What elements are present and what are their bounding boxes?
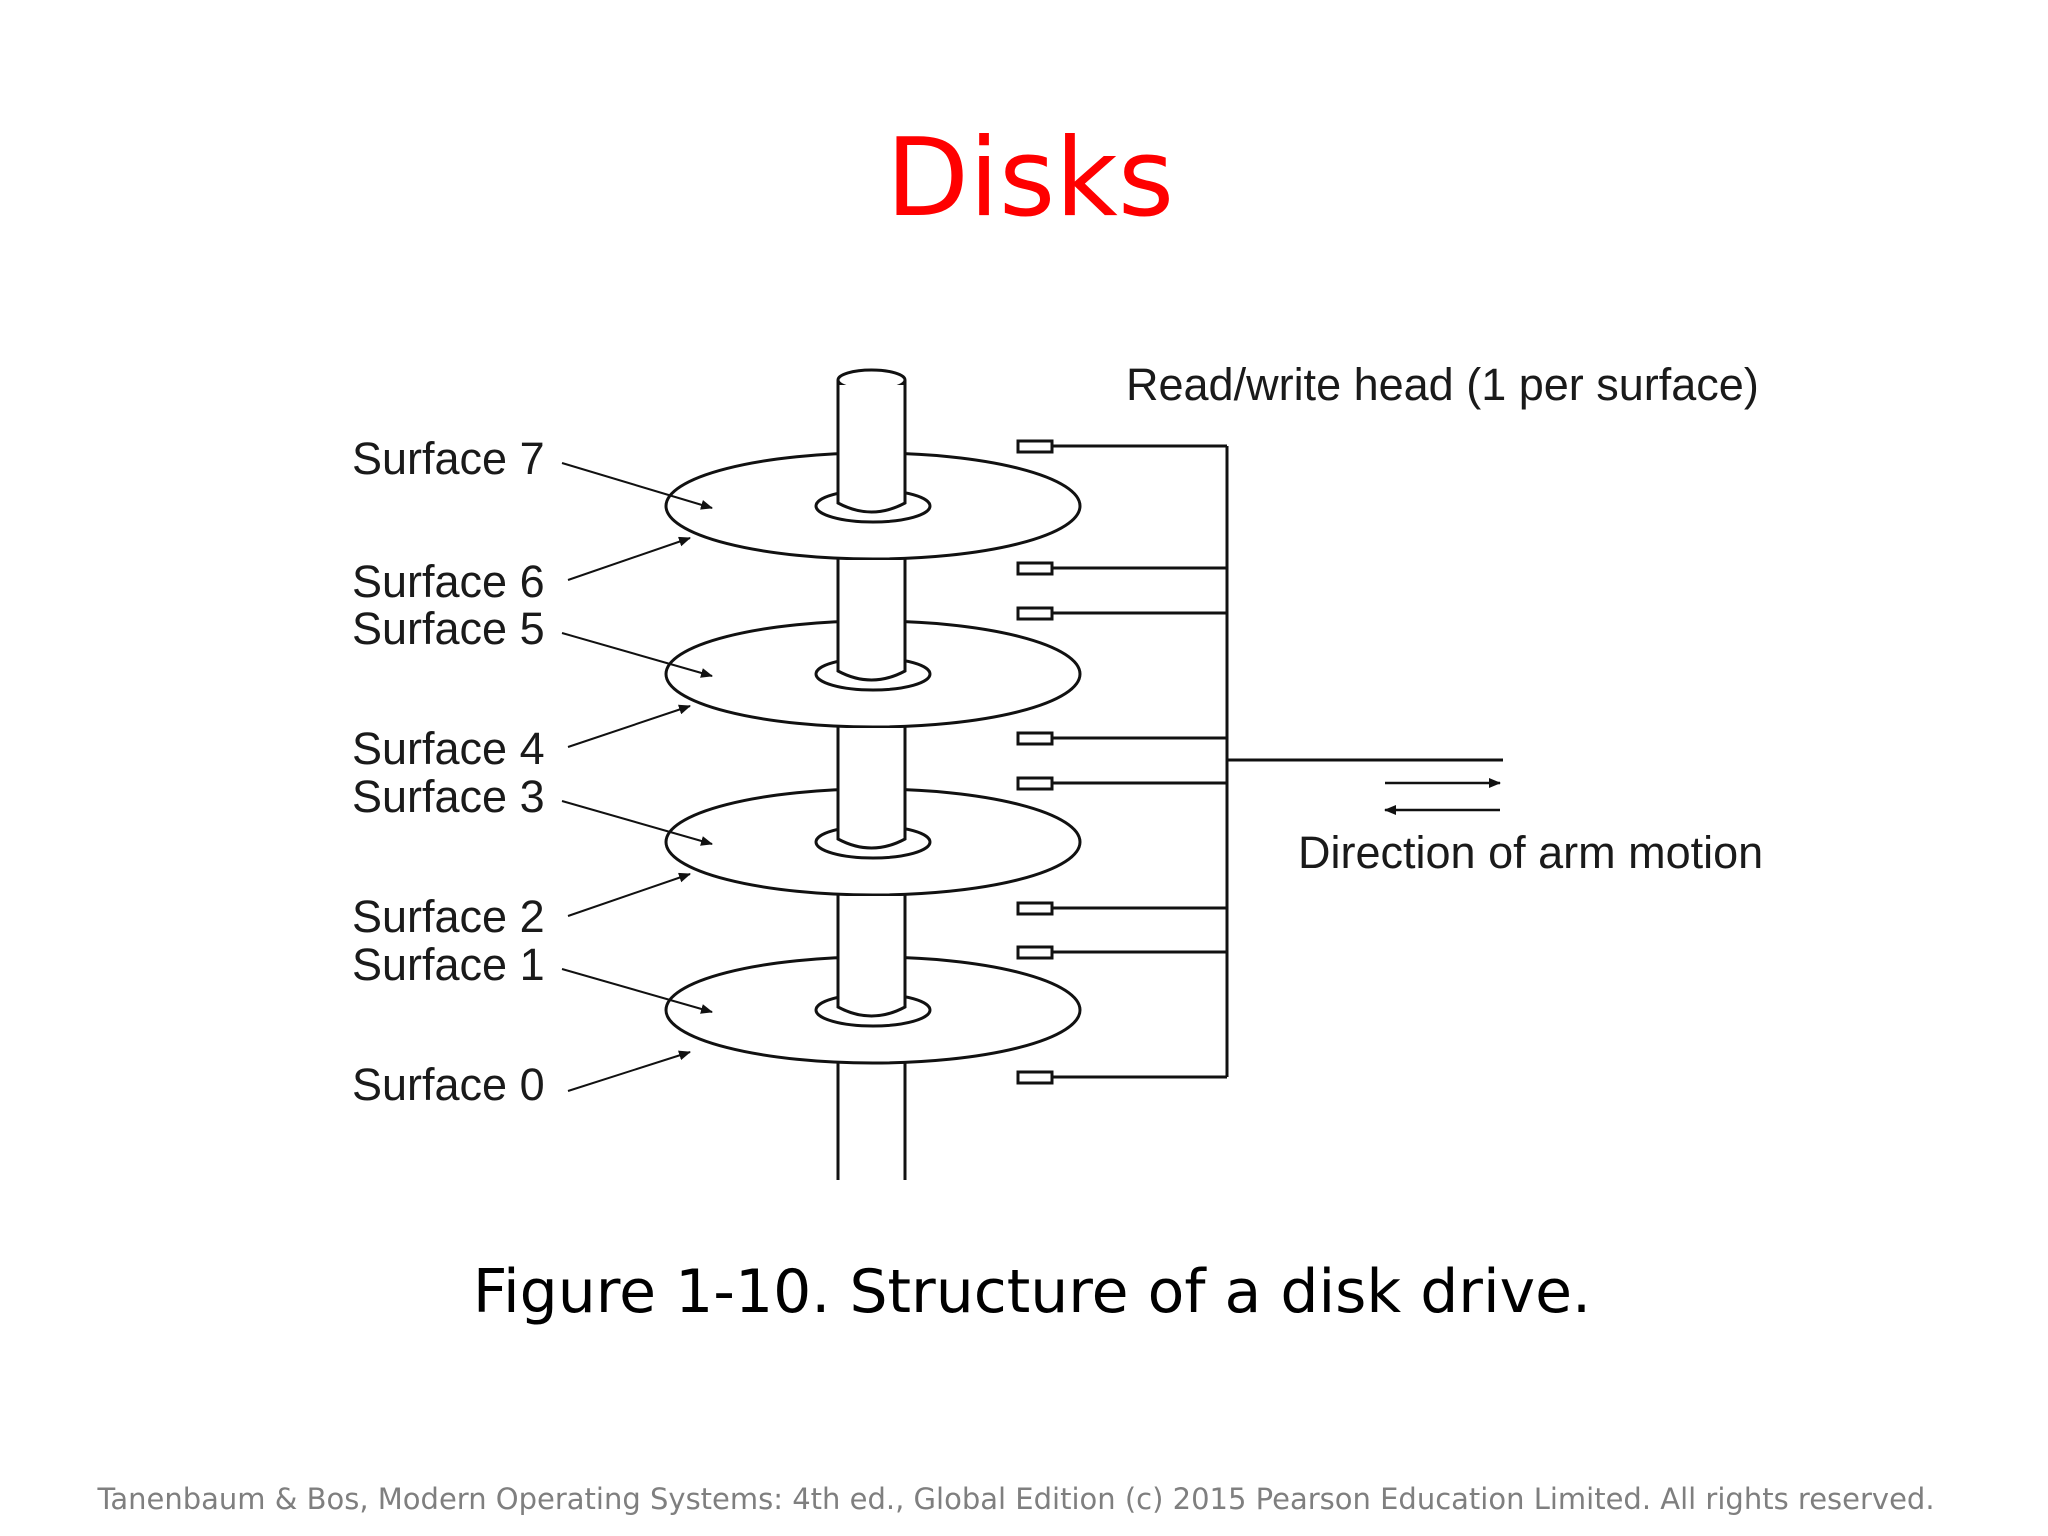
platter-3 (664, 728, 1082, 897)
read-write-head (1016, 731, 1054, 746)
surface-label-2: Surface 2 (352, 891, 545, 942)
surface-label-1: Surface 1 (352, 939, 545, 990)
surface-label-7: Surface 7 (352, 433, 545, 484)
read-write-head (1016, 901, 1054, 916)
read-write-head (1016, 776, 1054, 791)
arm-motion-label: Direction of arm motion (1298, 827, 1763, 878)
slide-title: Disks (885, 116, 1175, 241)
read-write-head (1016, 561, 1054, 576)
read-write-head (1016, 945, 1054, 960)
read-write-head (1016, 1070, 1054, 1085)
platter-2 (664, 560, 1082, 729)
arm-assembly (1016, 439, 1503, 1085)
arm-motion-arrows (1384, 778, 1501, 815)
surface-label-3: Surface 3 (352, 771, 545, 822)
platter-1 (664, 385, 1082, 561)
read-write-head (1016, 606, 1054, 621)
surface-label-5: Surface 5 (352, 603, 545, 654)
surface-leaders (561, 462, 713, 1092)
figure-caption: Figure 1-10. Structure of a disk drive. (472, 1257, 1592, 1327)
surface-label-4: Surface 4 (352, 723, 545, 774)
surface-label-0: Surface 0 (352, 1059, 545, 1110)
copyright-footer: Tanenbaum & Bos, Modern Operating System… (97, 1482, 1935, 1516)
platter-4 (664, 896, 1082, 1065)
surface-label-6: Surface 6 (352, 556, 545, 607)
head-label: Read/write head (1 per surface) (1126, 359, 1759, 410)
read-write-head (1016, 439, 1054, 454)
